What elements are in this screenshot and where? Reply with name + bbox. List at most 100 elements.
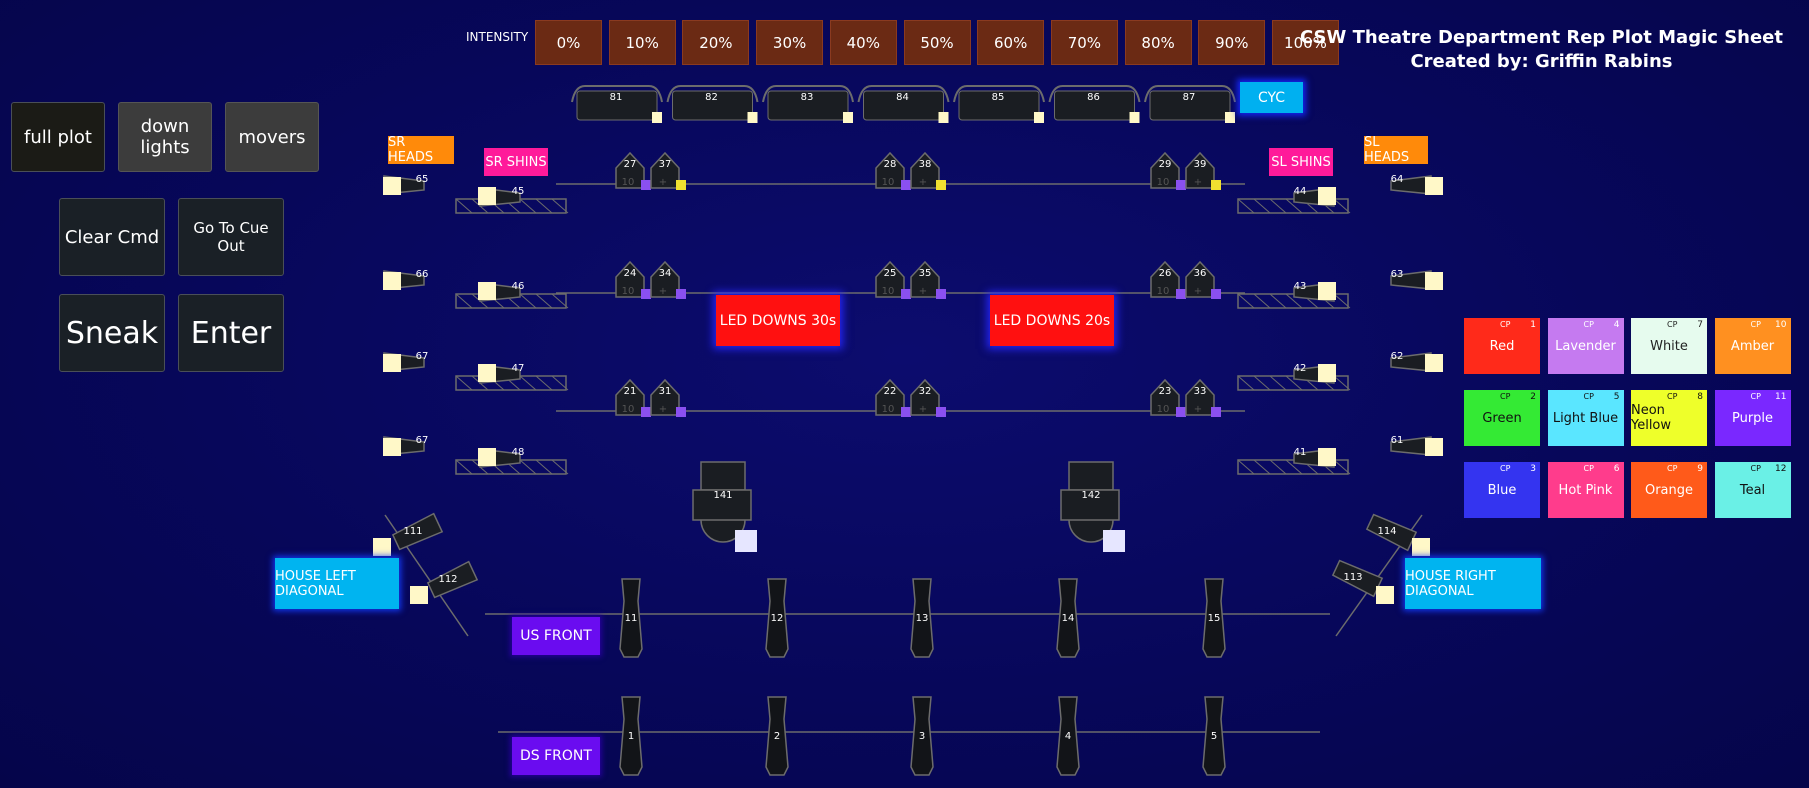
intensity-10-button[interactable]: 10% <box>608 20 676 65</box>
house-color-swatch <box>410 586 428 604</box>
cp-number: 11 <box>1775 392 1787 402</box>
cyc-fixture <box>1054 90 1135 121</box>
sl-heads-group[interactable]: SL HEADS <box>1364 135 1428 165</box>
pipe-fixture <box>1150 151 1180 189</box>
front-channel-label: 12 <box>771 613 784 624</box>
cp-tag: CP <box>1500 320 1511 329</box>
pipe-color-swatch <box>676 407 686 417</box>
truss-brace <box>535 198 553 214</box>
sr-shins-group[interactable]: SR SHINS <box>484 148 548 176</box>
mover-base <box>700 461 746 491</box>
intensity-90-button[interactable]: 90% <box>1198 20 1266 65</box>
cyc-color-swatch <box>1225 112 1235 123</box>
boom-truss <box>1237 198 1349 214</box>
truss-brace <box>1269 198 1287 214</box>
pipe-fixture <box>875 378 905 416</box>
mover-base <box>1068 461 1114 491</box>
down-lights-button[interactable]: down lights <box>118 102 212 172</box>
intensity-40-button[interactable]: 40% <box>829 20 897 65</box>
led-downs-30s-button[interactable]: LED DOWNS 30s <box>716 295 840 346</box>
cp-tag: CP <box>1667 392 1678 401</box>
go-to-cue-out-button[interactable]: Go To Cue Out <box>178 198 284 276</box>
front-fixture <box>619 696 643 776</box>
cp-number: 3 <box>1530 464 1536 474</box>
level-label: + <box>659 404 667 415</box>
truss-brace <box>455 293 473 309</box>
intensity-50-button[interactable]: 50% <box>903 20 971 65</box>
boom-channel-label: 67 <box>416 435 429 446</box>
front-fixture <box>910 578 934 658</box>
pipe-color-swatch <box>676 180 686 190</box>
boom-truss <box>1237 293 1349 309</box>
intensity-20-button[interactable]: 20% <box>682 20 750 65</box>
intensity-0-button[interactable]: 0% <box>535 20 602 65</box>
full-plot-button[interactable]: full plot <box>11 102 105 172</box>
cp-tag: CP <box>1667 320 1678 329</box>
truss-brace <box>1269 293 1287 309</box>
house-fixture-body <box>1331 559 1384 598</box>
cp-number: 5 <box>1613 392 1620 402</box>
front-channel-label: 15 <box>1208 613 1221 624</box>
level-label: 10 <box>1157 286 1170 297</box>
enter-button[interactable]: Enter <box>178 294 284 372</box>
front-fixture <box>1202 696 1226 776</box>
clear-cmd-button[interactable]: Clear Cmd <box>59 198 165 276</box>
truss-brace <box>1285 375 1303 391</box>
pipe-color-swatch <box>901 289 911 299</box>
intensity-100-button[interactable]: 100% <box>1272 20 1339 65</box>
boom-channel-label: 61 <box>1391 435 1404 446</box>
boom-channel-label: 42 <box>1294 363 1307 374</box>
cyc-arc <box>857 85 950 103</box>
sl-shins-group[interactable]: SL SHINS <box>1269 148 1333 176</box>
house-right-diagonal-button[interactable]: HOUSE RIGHT DIAGONAL <box>1405 558 1541 609</box>
boom-channel-label: 48 <box>512 447 525 458</box>
pipe-channel-label: 26 <box>1159 268 1172 279</box>
front-fixture <box>1202 578 1226 658</box>
boom-color-swatch <box>478 282 496 300</box>
truss-brace <box>519 375 537 391</box>
intensity-60-button[interactable]: 60% <box>977 20 1045 65</box>
house-diagonal-fixture <box>426 560 479 599</box>
cyc-button[interactable]: CYC <box>1240 82 1303 113</box>
cyc-color-swatch <box>747 112 758 123</box>
cp-tag: CP <box>1500 392 1511 401</box>
cyc-color-swatch <box>652 112 662 123</box>
house-left-diagonal-button[interactable]: HOUSE LEFT DIAGONAL <box>275 558 399 609</box>
level-label: + <box>659 286 667 297</box>
mover-yoke <box>1068 519 1114 543</box>
intensity-70-button[interactable]: 70% <box>1050 20 1118 65</box>
cyc-channel-label: 86 <box>1087 92 1100 103</box>
house-diagonal-fixture <box>391 512 444 551</box>
ds-front-button[interactable]: DS FRONT <box>512 737 600 775</box>
cyc-channel-label: 82 <box>705 92 718 103</box>
intensity-30-button[interactable]: 30% <box>756 20 824 65</box>
sr-heads-group[interactable]: SR HEADS <box>388 135 454 165</box>
level-label: + <box>1194 177 1202 188</box>
intensity-80-button[interactable]: 80% <box>1124 20 1192 65</box>
boom-color-swatch <box>478 364 496 382</box>
led-downs-20s-button[interactable]: LED DOWNS 20s <box>990 295 1114 346</box>
movers-button[interactable]: movers <box>225 102 319 172</box>
boom-color-swatch <box>1318 282 1336 300</box>
boom-channel-label: 66 <box>416 269 429 280</box>
pipe-color-swatch <box>676 289 686 299</box>
front-fixture <box>765 696 789 776</box>
sneak-button[interactable]: Sneak <box>59 294 165 372</box>
us-front-button[interactable]: US FRONT <box>512 617 600 655</box>
title-line-2: Created by: Griffin Rabins <box>1410 51 1673 72</box>
boom-channel-label: 67 <box>416 351 429 362</box>
front-channel-label: 14 <box>1062 613 1075 624</box>
cyc-channel-label: 81 <box>610 92 623 103</box>
